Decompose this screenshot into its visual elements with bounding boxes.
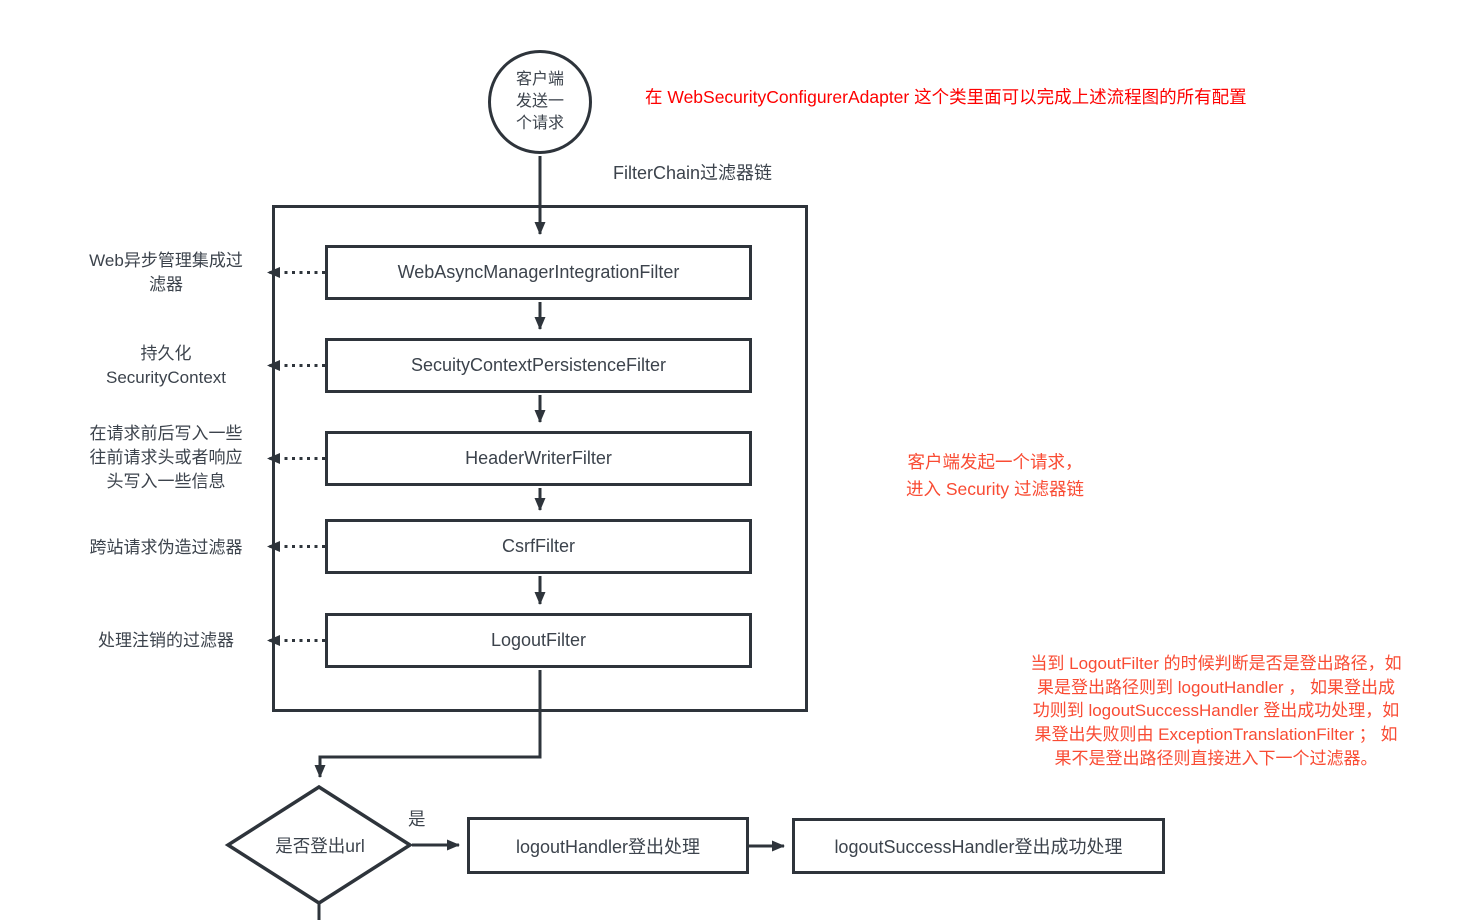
annotation-securitycontext: 持久化 SecurityContext <box>106 344 226 387</box>
filterchain-container <box>272 205 808 712</box>
yes-branch-label: 是 <box>408 809 426 829</box>
annotation-logout: 处理注销的过滤器 <box>98 631 234 650</box>
filter-box-logoutfilter: LogoutFilter <box>325 613 752 668</box>
arrow-logoutfilter-to-decision <box>314 670 542 778</box>
decision-is-logout-url: 是否登出url <box>275 835 365 856</box>
note-logoutfilter-explanation: 当到 LogoutFilter 的时候判断是否是登出路径，如 果是登出路径则到 … <box>1030 654 1402 768</box>
note-client-request-enters-chain: 客户端发起一个请求， 进入 Security 过滤器链 <box>906 452 1084 499</box>
filter-box-csrffilter: CsrfFilter <box>325 519 752 574</box>
start-node-client-request: 客户端 发送一 个请求 <box>488 50 592 154</box>
box-logoutsuccesshandler: logoutSuccessHandler登出成功处理 <box>792 818 1165 874</box>
filter-box-secuitycontextpersistencefilter: SecuityContextPersistenceFilter <box>325 338 752 393</box>
annotation-webasync: Web异步管理集成过 滤器 <box>89 251 243 294</box>
note-websecurityconfigureradapter: 在 WebSecurityConfigurerAdapter 这个类里面可以完成… <box>645 87 1247 107</box>
filter-box-headerwriterfilter: HeaderWriterFilter <box>325 431 752 486</box>
annotation-headerwriter: 在请求前后写入一些 往前请求头或者响应 头写入一些信息 <box>89 424 243 491</box>
box-logouthandler: logoutHandler登出处理 <box>467 817 749 874</box>
filterchain-label: FilterChain过滤器链 <box>613 163 773 183</box>
annotation-csrf: 跨站请求伪造过滤器 <box>89 538 243 557</box>
filter-box-webasyncmanagerintegrationfilter: WebAsyncManagerIntegrationFilter <box>325 245 752 300</box>
